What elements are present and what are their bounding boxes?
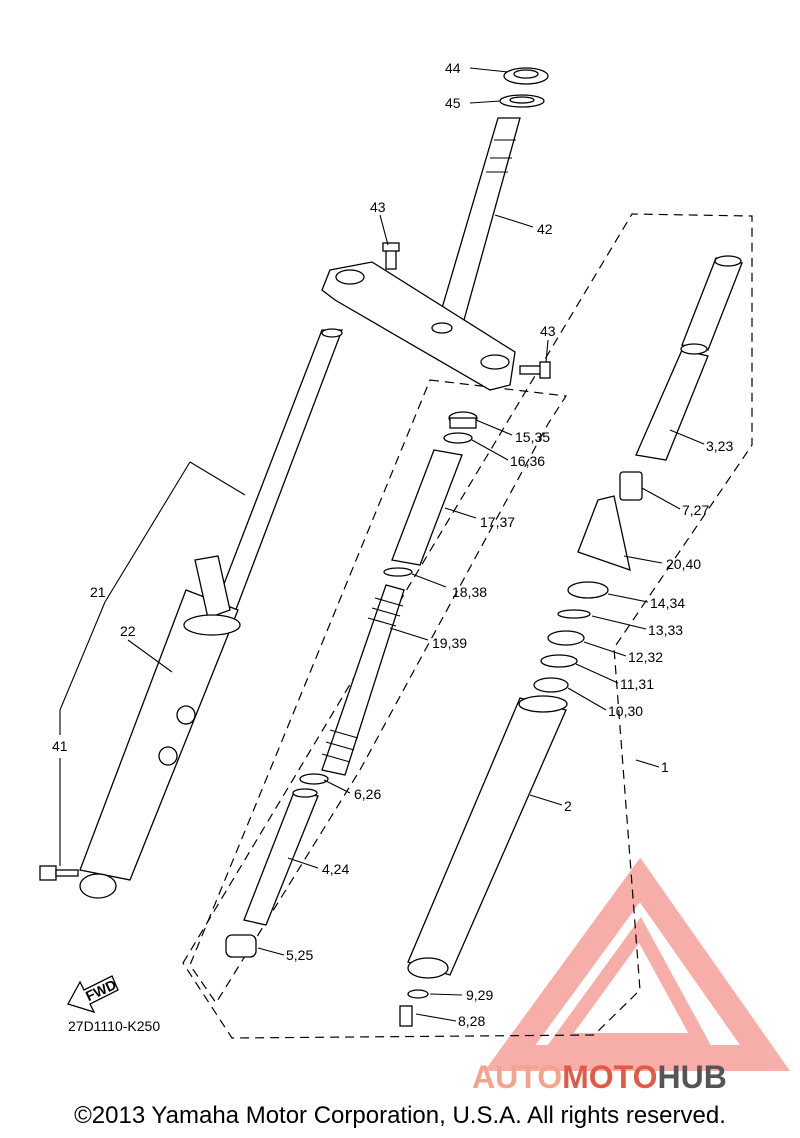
label-1: 1 — [661, 759, 669, 775]
assembly-boundary-2 — [189, 379, 568, 1005]
part-7-bushing — [619, 471, 643, 501]
watermark-part2: MOTO — [562, 1059, 657, 1095]
label-12-32: 12,32 — [628, 649, 663, 665]
part-3-inner-tube — [635, 255, 743, 461]
label-6-26: 6,26 — [354, 786, 381, 802]
label-18-38: 18,38 — [452, 584, 487, 600]
watermark-logo — [484, 857, 791, 1071]
watermark-part1: AUTO — [472, 1059, 562, 1095]
copyright-notice: ©2013 Yamaha Motor Corporation, U.S.A. A… — [74, 1102, 726, 1129]
label-21: 21 — [90, 584, 106, 600]
label-16-36: 16,36 — [510, 453, 545, 469]
part-5-rebound-spring — [225, 934, 257, 958]
diagram-code: 27D1110-K250 — [68, 1018, 160, 1034]
assembly-boundary-1 — [182, 213, 753, 1039]
label-45: 45 — [445, 95, 461, 111]
label-4-24: 4,24 — [322, 861, 349, 877]
part-18-washer — [383, 567, 413, 577]
label-42: 42 — [537, 221, 553, 237]
part-43-bolt-side — [519, 361, 551, 379]
part-20-dust-seal-guard — [577, 495, 631, 571]
label-22: 22 — [120, 623, 136, 639]
part-8-bolt — [399, 1005, 413, 1027]
label-2: 2 — [564, 798, 572, 814]
label-8-28: 8,28 — [458, 1013, 485, 1029]
label-44: 44 — [445, 60, 461, 76]
label-17-37: 17,37 — [480, 514, 515, 530]
part-6-ring — [299, 773, 329, 785]
watermark-part3: HUB — [657, 1059, 726, 1095]
part-14-dust-seal — [567, 581, 609, 599]
leader-lines — [59, 67, 705, 1022]
fwd-arrow-icon — [67, 975, 119, 1014]
fwd-label: FWD — [83, 976, 119, 1004]
part-21-22-outer-fork-left — [79, 328, 343, 899]
part-10-bushing — [533, 677, 569, 693]
label-20-40: 20,40 — [666, 556, 701, 572]
label-41: 41 — [52, 738, 68, 754]
part-16-o-ring — [443, 432, 473, 444]
part-11-washer — [540, 654, 578, 668]
front-fork-exploded-diagram: 44 45 42 43 43 15,35 16,36 17,37 18,38 1… — [39, 60, 791, 1095]
label-7-27: 7,27 — [682, 502, 709, 518]
part-17-spacer — [391, 449, 463, 566]
label-43-top: 43 — [370, 199, 386, 215]
part-19-spring — [321, 584, 405, 776]
part-43-bolt-top — [382, 242, 400, 270]
label-43-side: 43 — [540, 323, 556, 339]
label-14-34: 14,34 — [650, 595, 685, 611]
part-9-washer — [407, 989, 429, 999]
label-13-33: 13,33 — [648, 622, 683, 638]
part-4-damper-rod — [243, 788, 319, 926]
label-5-25: 5,25 — [286, 947, 313, 963]
part-15-cap-bolt — [448, 411, 478, 429]
watermark-text: AUTOMOTOHUB — [472, 1059, 727, 1095]
part-12-oil-seal — [547, 630, 585, 646]
label-10-30: 10,30 — [608, 703, 643, 719]
label-15-35: 15,35 — [515, 429, 550, 445]
part-2-outer-tube — [407, 695, 568, 979]
label-9-29: 9,29 — [466, 987, 493, 1003]
label-19-39: 19,39 — [432, 635, 467, 651]
part-13-clip — [557, 609, 591, 619]
label-11-31: 11,31 — [620, 676, 654, 692]
label-3-23: 3,23 — [706, 438, 733, 454]
part-41-bolt — [39, 865, 79, 881]
lower-bracket — [321, 261, 516, 391]
